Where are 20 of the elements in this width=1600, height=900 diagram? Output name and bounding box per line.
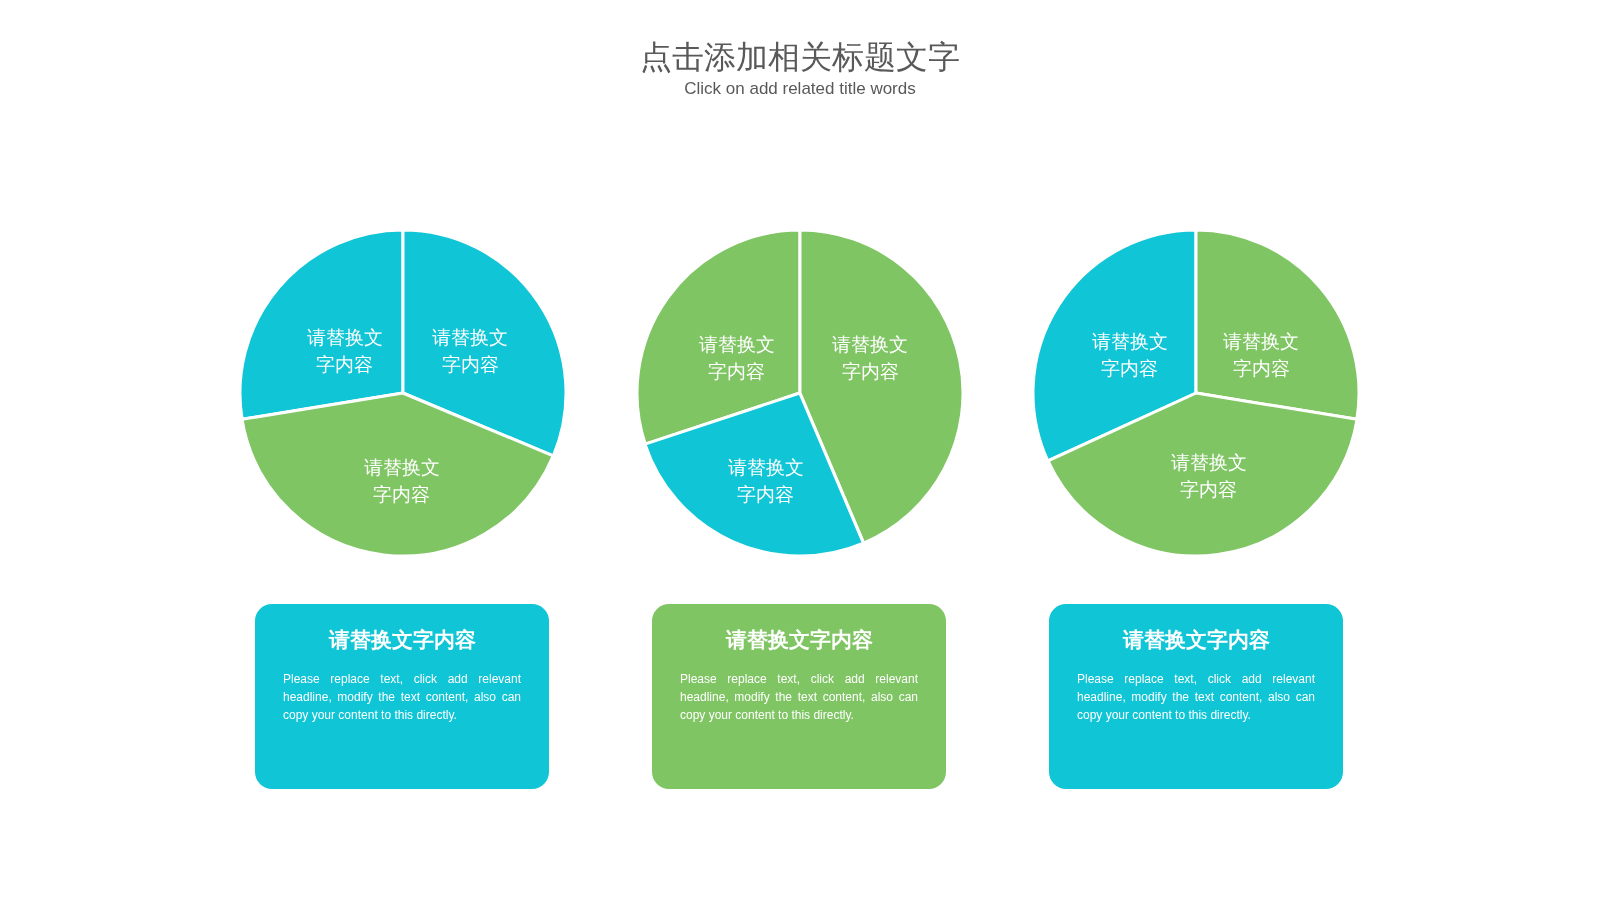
text-card [652,604,946,789]
card-body: Please replace text, click add relevant headline, modify the text content, also can copy your content to this directly. [680,671,918,724]
text-card [1049,604,1343,789]
slice-label: 请替换文字内容 [831,332,909,384]
text-card [255,604,549,789]
card-heading: 请替换文字内容 [724,627,874,654]
card-heading: 请替换文字内容 [1121,627,1271,654]
subtitle: Click on add related title words [683,79,917,99]
slice-label: 请替换文字内容 [431,325,509,377]
slice-label: 请替换文字内容 [363,455,441,507]
slice-label: 请替换文字内容 [306,325,384,377]
card-body: Please replace text, click add relevant headline, modify the text content, also can copy your content to this directly. [1077,671,1315,724]
slice-label: 请替换文字内容 [698,332,776,384]
card-heading: 请替换文字内容 [327,627,477,654]
slice-label: 请替换文字内容 [1170,450,1248,502]
slice-label: 请替换文字内容 [727,455,805,507]
card-body: Please replace text, click add relevant headline, modify the text content, also can copy your content to this directly. [283,671,521,724]
slice-label: 请替换文字内容 [1222,329,1300,381]
slice-label: 请替换文字内容 [1091,329,1169,381]
title: 点击添加相关标题文字 [639,37,961,78]
